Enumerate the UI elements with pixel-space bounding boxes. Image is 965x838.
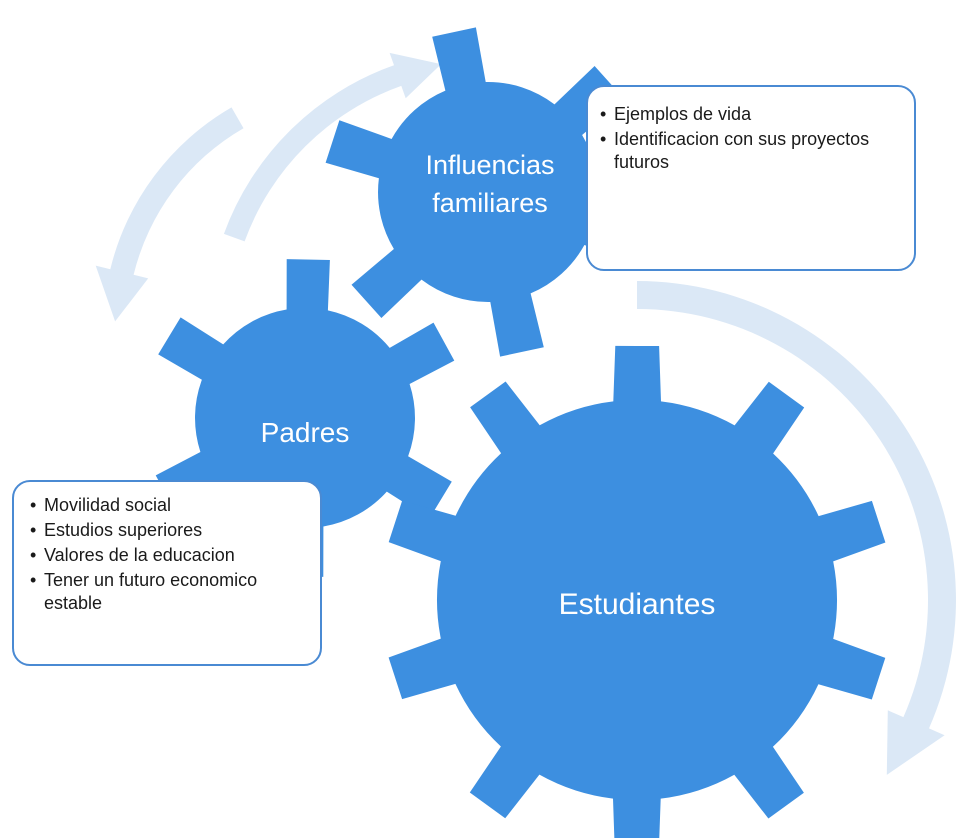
influencias-notes-list: Ejemplos de vida Identificacion con sus … — [600, 103, 900, 174]
padres-notes-box: Movilidad social Estudios superiores Val… — [12, 480, 322, 666]
gear-estudiantes — [388, 345, 886, 838]
arrow-estudiantes-cycle — [637, 281, 956, 775]
arrow-influencias-to-padres — [95, 107, 244, 322]
influencias-note-item: Identificacion con sus proyectos futuros — [600, 128, 900, 174]
padres-note-item: Movilidad social — [30, 494, 308, 517]
arrow-padres-to-influencias — [223, 52, 442, 242]
gear-influencias-label-line2: familiares — [432, 188, 548, 218]
padres-note-item: Tener un futuro economico estable — [30, 569, 308, 615]
influencias-note-item: Ejemplos de vida — [600, 103, 900, 126]
gear-influencias-label-line1: Influencias — [425, 150, 554, 180]
cycle-arrows — [95, 52, 956, 775]
gear-influencias-familiares — [325, 27, 651, 357]
influencias-notes-box: Ejemplos de vida Identificacion con sus … — [586, 85, 916, 271]
gear-padres-label: Padres — [261, 417, 350, 448]
padres-note-item: Valores de la educacion — [30, 544, 308, 567]
padres-note-item: Estudios superiores — [30, 519, 308, 542]
padres-notes-list: Movilidad social Estudios superiores Val… — [30, 494, 308, 615]
gear-estudiantes-label: Estudiantes — [559, 588, 716, 621]
